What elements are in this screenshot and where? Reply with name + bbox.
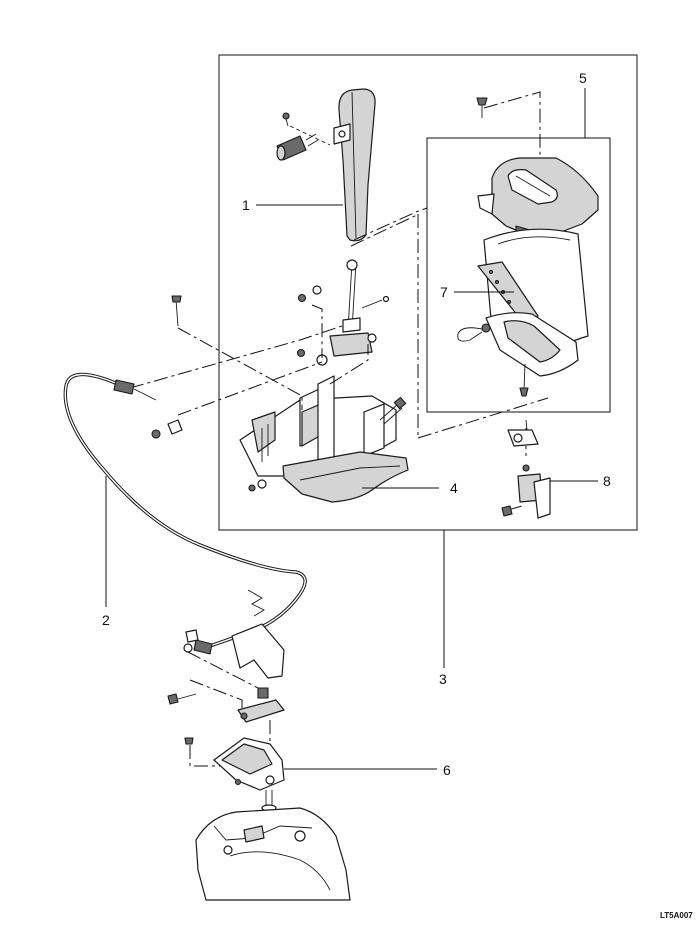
indicator-assembly-frame (426, 137, 611, 413)
shift-lever-base-part (151, 259, 409, 503)
callout-3: 3 (439, 671, 447, 687)
callout-7: 7 (440, 284, 448, 300)
transmission-bracket-part (167, 589, 285, 812)
callout-5: 5 (579, 70, 587, 86)
shift-assembly-frame (218, 54, 638, 531)
shift-lock-solenoid-part (501, 419, 551, 519)
figure-code: LT5A007 (660, 911, 693, 920)
leader-lines (105, 88, 598, 770)
indicator-slide-part (457, 228, 589, 397)
indicator-cover-part (476, 97, 599, 267)
callout-1: 1 (242, 197, 250, 213)
callout-4: 4 (450, 480, 458, 496)
shift-cable-part (63, 372, 307, 655)
callout-2: 2 (102, 612, 110, 628)
shift-knob-part (276, 88, 376, 242)
callout-6: 6 (443, 762, 451, 778)
callout-8: 8 (603, 473, 611, 489)
transmission-housing (195, 807, 351, 901)
